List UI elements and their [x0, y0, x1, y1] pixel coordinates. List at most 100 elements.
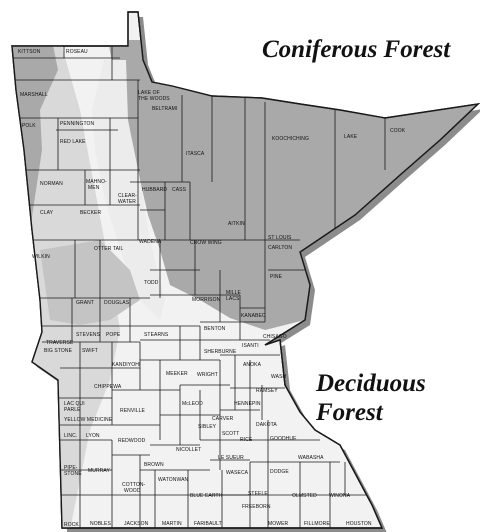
county-itasca: ITASCA — [186, 151, 205, 157]
county-mille-lacs-line1: MILLE — [226, 290, 242, 296]
county-wabasha: WABASHA — [298, 455, 324, 461]
county-koochiching: KOOCHICHING — [272, 136, 309, 142]
county-marshall: MARSHALL — [20, 92, 48, 98]
state-border — [11, 11, 480, 529]
county-rock: ROCK — [64, 522, 79, 528]
county-swift: SWIFT — [82, 348, 98, 354]
county-becker: BECKER — [80, 210, 101, 216]
county-lincoln: LINC. — [64, 433, 77, 439]
county-mower: MOWER — [268, 521, 289, 527]
county-pipestone-line1: PIPE- — [64, 465, 78, 471]
county-kittson: KITTSON — [18, 49, 41, 55]
county-dakota: DAKOTA — [256, 422, 277, 428]
county-redwood: REDWOOD — [118, 438, 146, 444]
county-lake: LAKE — [344, 134, 358, 140]
county-pipestone-line2: STONE — [64, 471, 82, 477]
coniferous-forest-label: Coniferous Forest — [262, 36, 451, 63]
county-fillmore: FILLMORE — [304, 521, 330, 527]
county-kanabec: KANABEC — [241, 313, 266, 319]
county-big-stone: BIG STONE — [44, 348, 73, 354]
county-hubbard: HUBBARD — [142, 187, 167, 193]
county-stearns: STEARNS — [144, 332, 169, 338]
deciduous-label-line2: Forest — [316, 399, 383, 426]
county-meeker: MEEKER — [166, 371, 188, 377]
county-lake-of-the-woods-line2: THE WOODS — [138, 96, 170, 102]
county-freeborn: FREEBORN — [242, 504, 271, 510]
county-hennepin: HENNEPIN — [234, 401, 261, 407]
county-ramsey: RAMSEY — [256, 388, 278, 394]
county-rice: RICE — [240, 437, 253, 443]
county-olmsted: OLMSTED — [292, 493, 317, 499]
county-renville: RENVILLE — [120, 408, 146, 414]
county-pine: PINE — [270, 274, 283, 280]
county-yellow-medicine: YELLOW MEDICINE — [64, 417, 113, 423]
county-blue-earth: BLUE EARTH — [190, 493, 223, 499]
county-boundaries — [12, 46, 386, 528]
county-kandiyohi: KANDIYOHI — [112, 362, 140, 368]
county-lyon: LYON — [86, 433, 100, 439]
county-benton: BENTON — [204, 326, 226, 332]
county-traverse: TRAVERSE — [46, 340, 74, 346]
county-waseca: WASECA — [226, 470, 249, 476]
county-carver: CARVER — [212, 416, 234, 422]
county-isanti: ISANTI — [242, 343, 259, 349]
county-clearwater-line2: WATER — [118, 199, 136, 205]
county-cass: CASS — [172, 187, 187, 193]
county-winona: WINONA — [329, 493, 351, 499]
mixed-band — [40, 240, 140, 325]
county-pennington: PENNINGTON — [60, 121, 95, 127]
county-wright: WRIGHT — [197, 372, 218, 378]
county-chippewa: CHIPPEWA — [94, 384, 122, 390]
county-lac-qui-parle-line1: LAC QUI — [64, 401, 85, 407]
county-carlton: CARLTON — [268, 245, 292, 251]
county-le-sueur: LE SUEUR — [218, 455, 244, 461]
county-anoka: ANOKA — [243, 362, 262, 368]
county-red-lake: RED LAKE — [60, 139, 86, 145]
county-crow-wing: CROW WING — [190, 240, 222, 246]
county-polk: POLK — [22, 123, 36, 129]
county-beltrami: BELTRAMI — [152, 106, 177, 112]
county-mahnomen-line1: MAHNO- — [86, 179, 107, 185]
county-goodhue: GOODHUE — [270, 436, 297, 442]
county-aitkin: AITKIN — [228, 221, 245, 227]
county-roseau: ROSEAU — [66, 49, 88, 55]
county-st-louis: ST LOUIS — [268, 235, 292, 241]
county-wilkin: WILKIN — [32, 254, 50, 260]
county-grant: GRANT — [76, 300, 94, 306]
county-otter-tail: OTTER TAIL — [94, 246, 124, 252]
county-lac-qui-parle-line2: PARLE — [64, 407, 81, 413]
county-pope: POPE — [106, 332, 121, 338]
county-faribault: FARIBAULT — [194, 521, 222, 527]
county-houston: HOUSTON — [346, 521, 372, 527]
county-mcleod: McLEOD — [182, 401, 203, 407]
county-martin: MARTIN — [162, 521, 182, 527]
deciduous-label-line1: Deciduous — [316, 370, 426, 397]
county-morrison: MORRISON — [192, 297, 221, 303]
county-chisago: CHISAGO — [263, 334, 287, 340]
county-watonwan: WATONWAN — [158, 477, 189, 483]
county-wadena: WADENA — [139, 239, 162, 245]
county-norman: NORMAN — [40, 181, 63, 187]
county-brown: BROWN — [144, 462, 164, 468]
county-murray: MURRAY — [88, 468, 110, 474]
county-scott: SCOTT — [222, 431, 239, 437]
county-clay: CLAY — [40, 210, 54, 216]
county-douglas: DOUGLAS — [104, 300, 130, 306]
county-dodge: DODGE — [270, 469, 289, 475]
county-lake-of-the-woods-line1: LAKE OF — [138, 90, 160, 96]
county-sibley: SIBLEY — [198, 424, 217, 430]
county-nicollet: NICOLLET — [176, 447, 201, 453]
county-nobles: NOBLES — [90, 521, 111, 527]
county-cottonwood-line2: WOOD — [124, 488, 141, 494]
deciduous-forest-label: Deciduous Forest — [316, 369, 466, 427]
county-sherburne: SHERBURNE — [204, 349, 237, 355]
county-labels: KITTSON ROSEAU MARSHALL LAKE OF THE WOOD… — [18, 49, 406, 528]
county-jackson: JACKSON — [124, 521, 149, 527]
county-stevens: STEVENS — [76, 332, 101, 338]
county-steele: STEELE — [248, 491, 268, 497]
county-cottonwood-line1: COTTON- — [122, 482, 146, 488]
county-todd: TODD — [144, 280, 159, 286]
county-clearwater-line1: CLEAR- — [118, 193, 137, 199]
county-cook: COOK — [390, 128, 406, 134]
